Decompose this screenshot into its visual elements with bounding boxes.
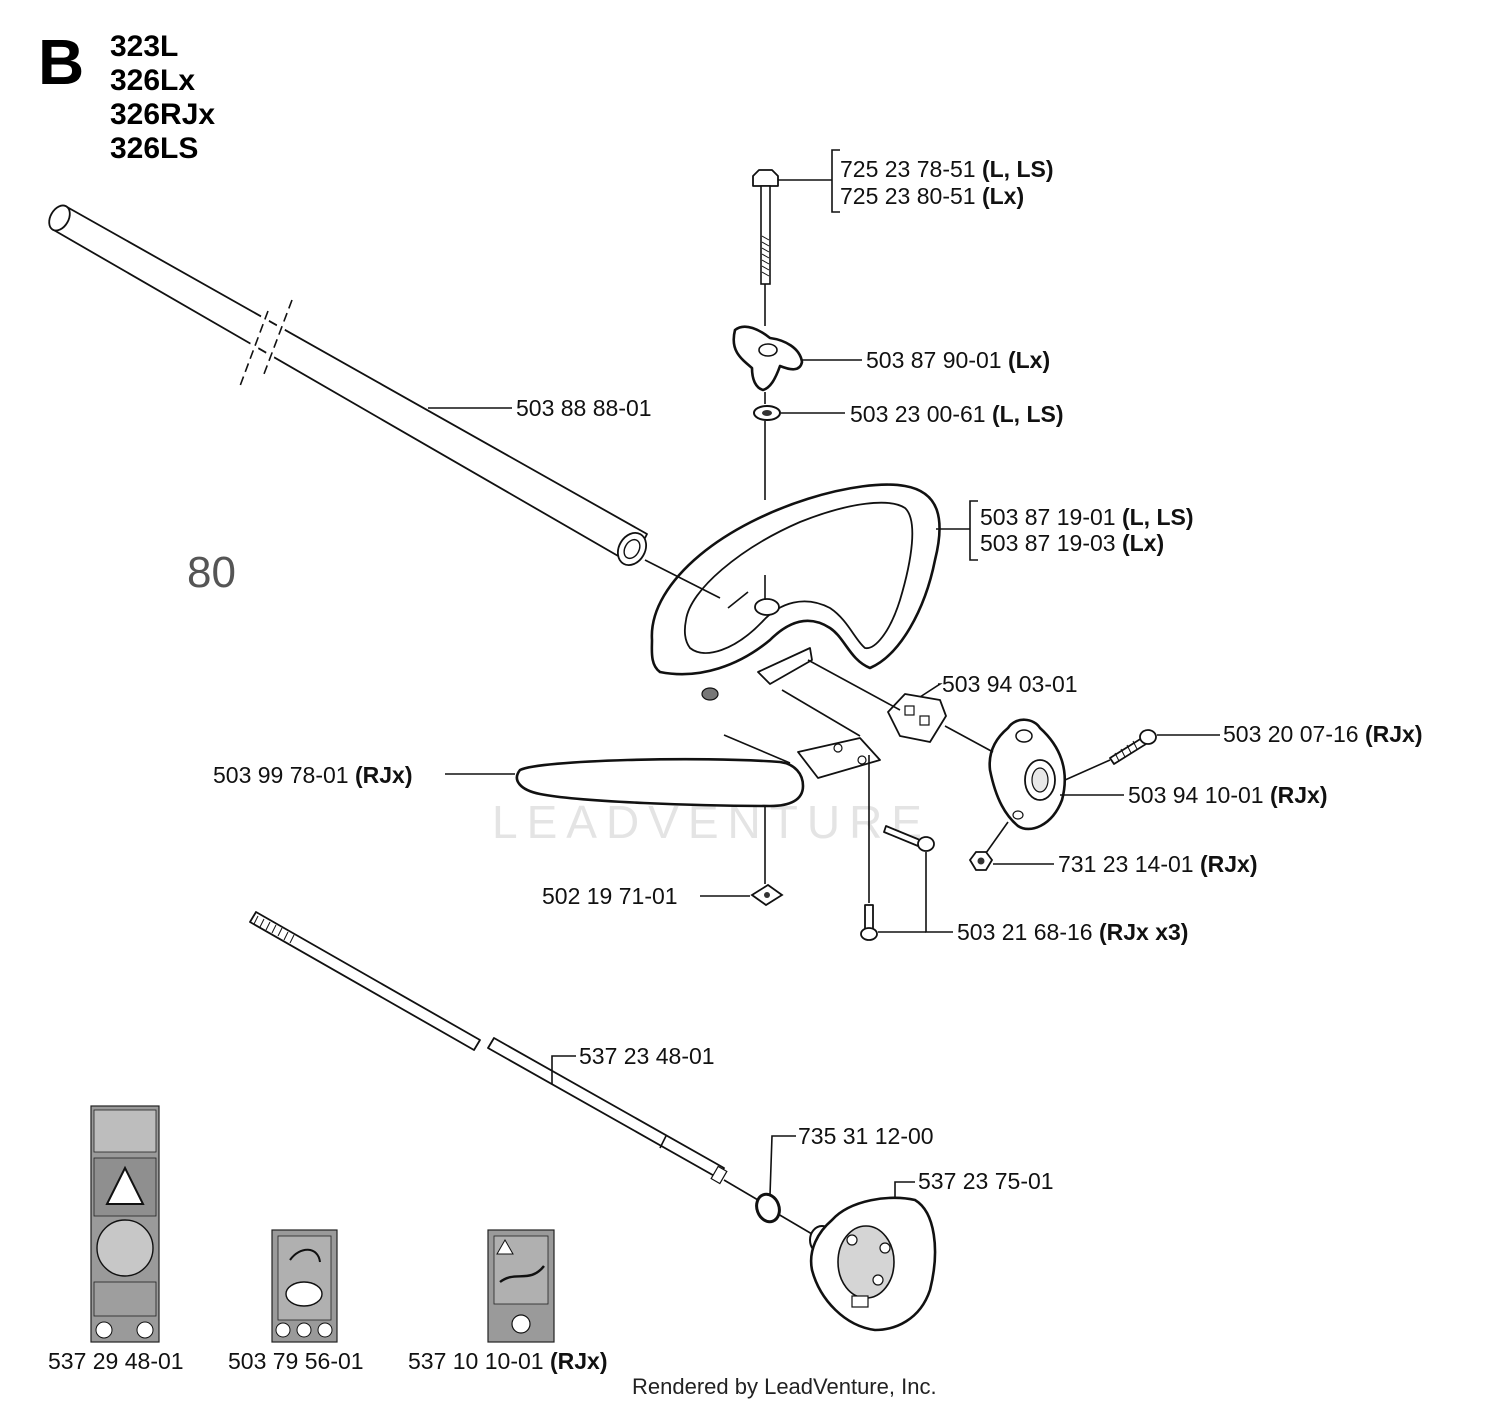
label-bar: 503 99 78-01 (RJx): [213, 762, 412, 788]
label-handle-b: 503 87 19-03 (Lx): [980, 530, 1164, 556]
wing-knob-part: [732, 325, 804, 392]
long-bolt-part: [752, 169, 779, 285]
hex-nut-part: [968, 851, 994, 871]
label-nut: 731 23 14-01 (RJx): [1058, 851, 1257, 877]
o-ring-part: [755, 1192, 781, 1224]
barrier-bar-part: [515, 737, 881, 808]
label-knob: 503 87 90-01 (Lx): [866, 347, 1050, 373]
page-number: 80: [187, 548, 236, 597]
square-nut-part: [750, 883, 784, 907]
screw-part: [1109, 729, 1157, 765]
drive-shaft-part: [249, 911, 728, 1185]
label-o-ring: 735 31 12-00: [798, 1123, 934, 1149]
label-tube: 503 88 88-01: [516, 395, 652, 421]
label-decal-3: 537 10 10-01 (RJx): [408, 1348, 607, 1374]
clutch-drum-part: [809, 1196, 937, 1332]
footer-credit: Rendered by LeadVenture, Inc.: [632, 1374, 937, 1399]
label-clamp: 503 94 10-01 (RJx): [1128, 782, 1327, 808]
label-square-nut: 502 19 71-01: [542, 883, 678, 909]
model-2: 326Lx: [110, 64, 195, 97]
loop-handle-part: [650, 483, 941, 701]
label-decal-1: 537 29 48-01: [48, 1348, 184, 1374]
tube-part: [48, 204, 648, 566]
label-clip: 503 94 03-01: [942, 671, 1078, 697]
safety-warning-decal-icon: [90, 1105, 160, 1343]
model-1: 323L: [110, 30, 178, 63]
label-handle-a: 503 87 19-01 (L, LS): [980, 504, 1194, 530]
clamp-part: [988, 718, 1067, 831]
label-bolt-b: 725 23 80-51 (Lx): [840, 183, 1024, 209]
label-screw-r: 503 20 07-16 (RJx): [1223, 721, 1422, 747]
model-3: 326RJx: [110, 98, 215, 131]
label-shaft: 537 23 48-01: [579, 1043, 715, 1069]
trimmer-head-decal-icon: [271, 1229, 338, 1343]
label-bolt-a: 725 23 78-51 (L, LS): [840, 156, 1054, 182]
washer-part: [753, 405, 781, 421]
clip-part: [887, 693, 947, 743]
label-decal-2: 503 79 56-01: [228, 1348, 364, 1374]
screw-set-part: [860, 825, 935, 941]
callout-lines: [428, 149, 1220, 1235]
label-washer: 503 23 00-61 (L, LS): [850, 401, 1064, 427]
label-screws-x3: 503 21 68-16 (RJx x3): [957, 919, 1188, 945]
label-drum: 537 23 75-01: [918, 1168, 1054, 1194]
section-letter: B: [38, 26, 84, 98]
warning-hand-decal-icon: [487, 1229, 555, 1343]
model-4: 326LS: [110, 132, 198, 165]
